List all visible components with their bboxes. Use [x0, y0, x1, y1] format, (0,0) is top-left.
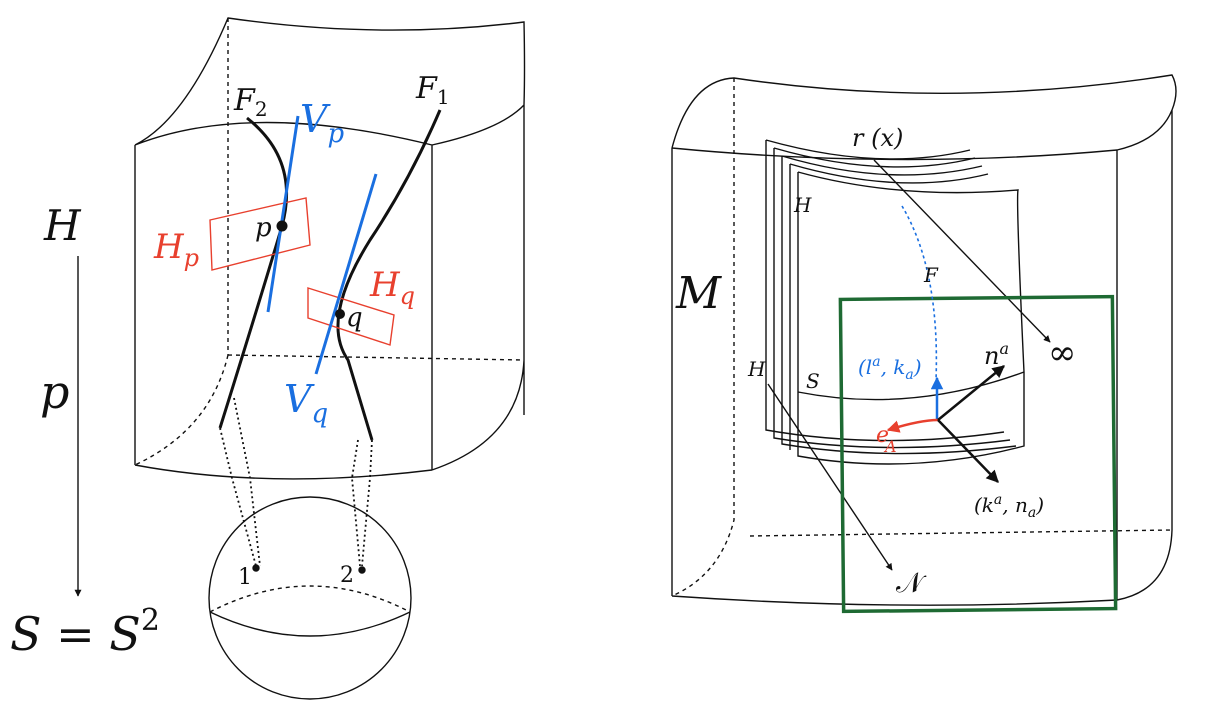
fibre-F2 [218, 116, 289, 429]
sphere-point-2 [358, 566, 366, 574]
vector-k-n [937, 419, 999, 483]
arrow-to-infinity [873, 159, 1051, 343]
label-H-top: H [793, 193, 812, 217]
label-infinity: ∞ [1048, 333, 1076, 373]
sphere-equator-front [209, 611, 411, 637]
vector-e-A [886, 418, 939, 433]
M-box-hidden-edges [671, 78, 1173, 597]
sphere-S2 [208, 496, 412, 700]
label-n-a: na [984, 339, 1009, 370]
plane-Hq [307, 287, 395, 346]
plane-Hp [209, 197, 311, 271]
label-M: M [675, 268, 722, 319]
null-frame-box [838, 294, 1118, 614]
label-Vp: Vp [300, 97, 344, 149]
label-F2: F2 [233, 83, 268, 121]
vector-n [937, 365, 1005, 421]
left-box-hidden-edges [134, 18, 525, 466]
fibre-F2-projection-left [219, 397, 261, 567]
label-sphere-point-1: 1 [238, 565, 252, 590]
label-point-p: p [255, 213, 272, 243]
M-box-outline [671, 74, 1177, 606]
flow-F-curve [901, 205, 938, 381]
sphere-equator-back [209, 585, 411, 613]
label-projection-p: p [40, 365, 69, 419]
point-q-dot [335, 309, 345, 319]
right-diagram [671, 74, 1177, 606]
horizontal-planes [209, 197, 395, 346]
fibre-F1-projection-right [351, 439, 373, 567]
label-e-A: eA [876, 423, 897, 456]
sphere-point-1 [252, 564, 260, 572]
label-Hp: Hp [153, 227, 199, 272]
label-H-left: H [747, 357, 766, 381]
point-p-dot [276, 220, 288, 232]
label-N: 𝒩 [896, 566, 927, 599]
foliation-sheet-3 [781, 155, 1017, 455]
label-S-equals-S2: S = S2 [10, 603, 160, 661]
label-H: H [43, 201, 82, 250]
label-F: F [923, 263, 939, 287]
line-Vq [314, 173, 378, 375]
line-Vp [266, 115, 300, 313]
label-S: S [806, 369, 820, 393]
label-k-n: (ka, na) [974, 492, 1044, 521]
arrow-to-N [767, 383, 893, 571]
label-sphere-point-2: 2 [340, 563, 354, 588]
label-F1: F1 [415, 71, 450, 109]
foliation-sheet-main [797, 171, 1025, 465]
label-r-x: r (x) [852, 124, 903, 152]
surface-S [797, 371, 1025, 401]
label-point-q: q [346, 303, 363, 333]
label-l-k: (la, ka) [858, 354, 922, 383]
label-Vq: Vq [284, 377, 328, 429]
vertical-lines [266, 115, 378, 375]
foliation-sheet-4 [789, 163, 989, 450]
label-Hq: Hq [369, 265, 415, 310]
fibre-F1 [336, 109, 442, 441]
